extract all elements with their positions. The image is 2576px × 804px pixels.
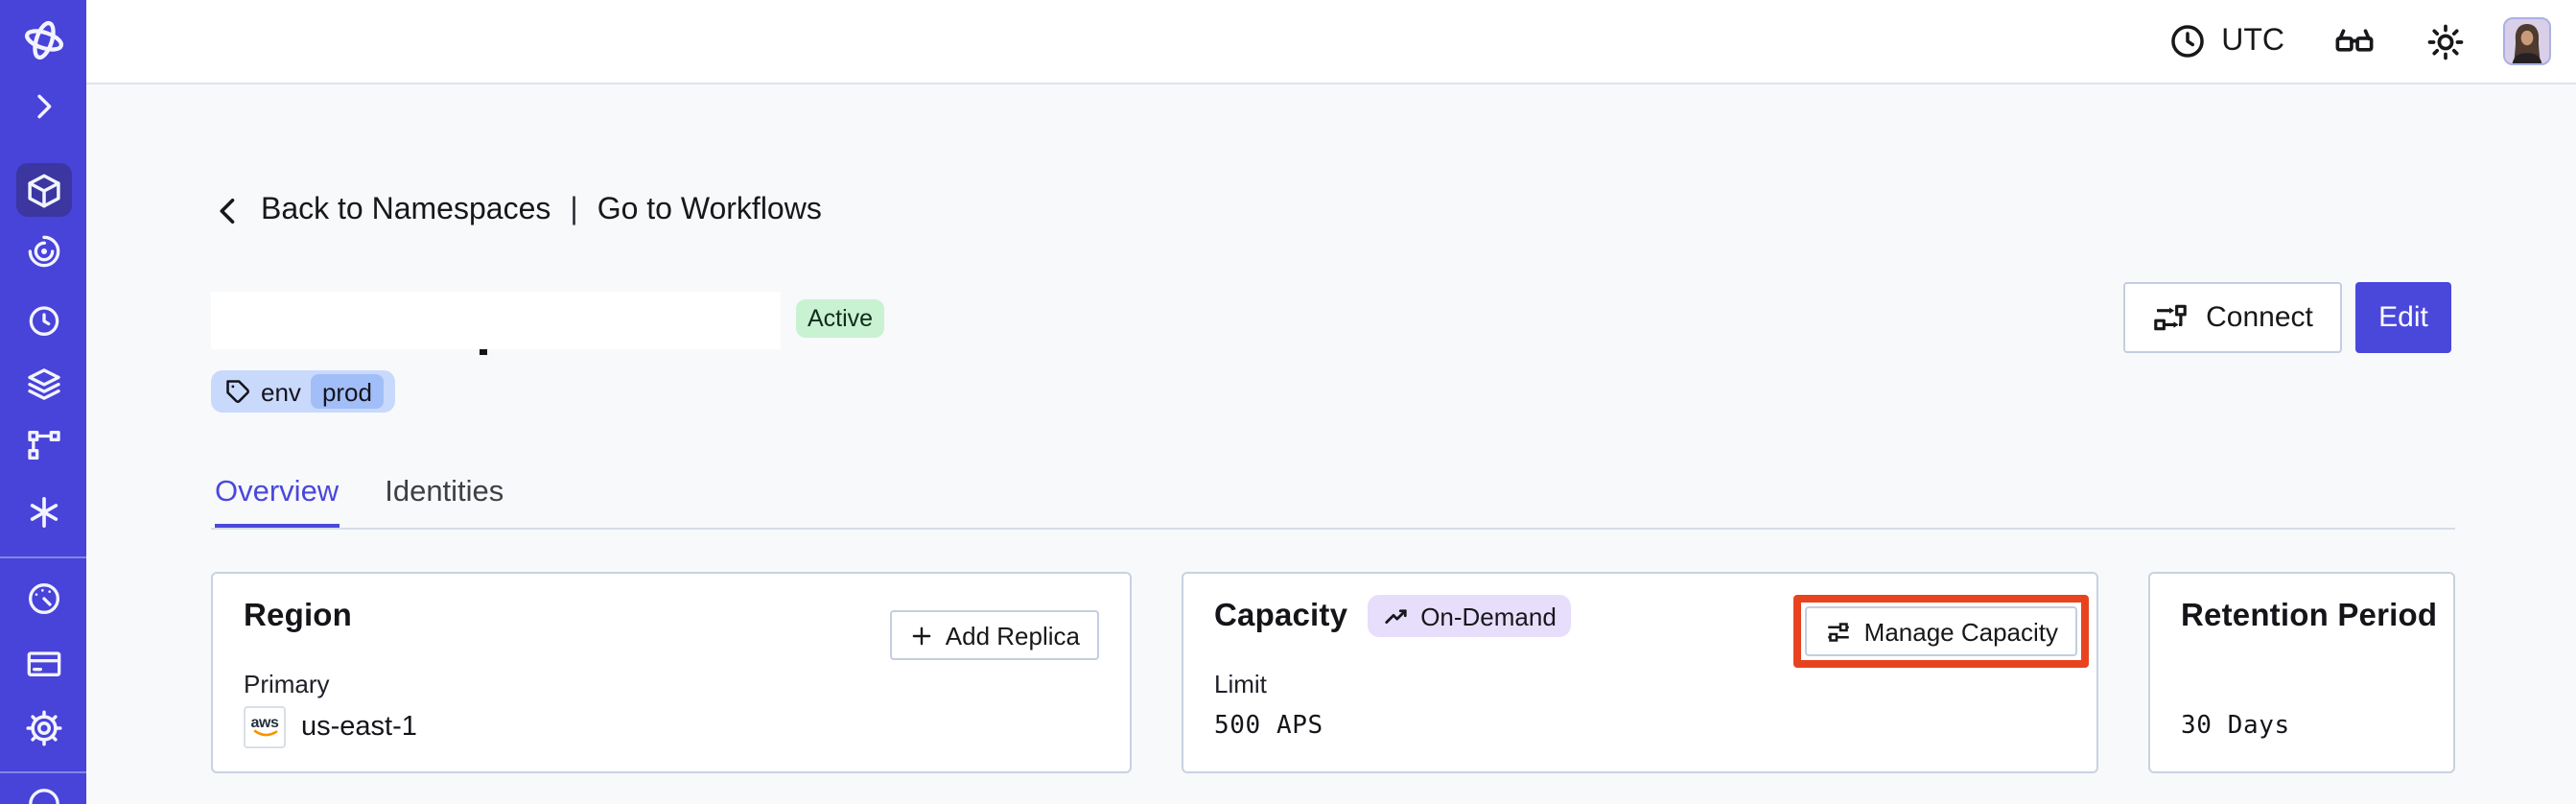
clock-icon xyxy=(2171,25,2205,58)
sliders-icon xyxy=(1827,622,1849,641)
temporal-logo-icon[interactable] xyxy=(18,15,68,65)
region-value-row: aws us-east-1 xyxy=(244,706,417,748)
sidebar-item-nexus[interactable] xyxy=(24,426,62,464)
retention-card-title: Retention Period xyxy=(2181,599,2438,633)
sidebar-item-workflows[interactable] xyxy=(24,232,62,271)
sidebar-item-billing[interactable] xyxy=(24,645,62,683)
add-replica-label: Add Replica xyxy=(945,621,1080,650)
region-value: us-east-1 xyxy=(301,712,417,743)
expand-sidebar-chevron-icon[interactable] xyxy=(27,90,59,123)
retention-card: Retention Period 30 Days xyxy=(2148,572,2455,773)
breadcrumb-separator: | xyxy=(570,194,578,226)
retention-value: 30 Days xyxy=(2181,712,2290,741)
credit-card-icon xyxy=(26,651,60,676)
go-to-workflows-link[interactable]: Go to Workflows xyxy=(597,194,822,226)
namespace-tag: env prod xyxy=(211,370,395,413)
ondemand-badge: On-Demand xyxy=(1367,595,1572,637)
tag-icon xyxy=(226,380,249,403)
sidebar-item-batch-operations[interactable] xyxy=(24,493,62,532)
sidebar-item-worker-deployments[interactable] xyxy=(24,365,62,403)
pipeline-branch-icon xyxy=(27,431,59,460)
trending-up-icon xyxy=(1384,608,1406,623)
ondemand-badge-label: On-Demand xyxy=(1420,602,1557,630)
back-to-namespaces-link[interactable]: Back to Namespaces xyxy=(261,194,551,226)
capacity-value: 500 APS xyxy=(1214,712,1323,741)
sidebar-item-usage[interactable] xyxy=(24,579,62,618)
user-avatar[interactable] xyxy=(2503,17,2551,65)
breadcrumb: Back to Namespaces | Go to Workflows xyxy=(211,194,822,228)
gear-icon xyxy=(25,710,61,746)
tab-overview[interactable]: Overview xyxy=(215,476,340,530)
manage-capacity-button[interactable]: Manage Capacity xyxy=(1804,606,2077,656)
region-field-label: Primary xyxy=(244,670,330,698)
capacity-card-title: Capacity xyxy=(1214,598,1348,632)
connect-button-label: Connect xyxy=(2206,301,2313,334)
chevron-left-icon[interactable] xyxy=(211,194,246,228)
timezone-label: UTC xyxy=(2221,24,2284,57)
namespace-title-redaction xyxy=(211,292,781,349)
tab-bar: Overview Identities xyxy=(215,476,503,530)
region-card: Region Add Replica Primary aws us-east-1 xyxy=(211,572,1132,773)
workflows-spiral-icon xyxy=(27,235,59,268)
redaction-artifact xyxy=(480,349,487,355)
aws-logo-text: aws xyxy=(250,714,279,731)
plus-icon xyxy=(912,626,931,645)
add-replica-button[interactable]: Add Replica xyxy=(889,610,1099,660)
aws-smile-swoosh xyxy=(252,729,277,737)
aws-logo: aws xyxy=(244,706,286,748)
capacity-title-row: Capacity On-Demand xyxy=(1214,595,1572,637)
tag-key: env xyxy=(261,377,301,406)
tabs-divider xyxy=(211,528,2455,530)
region-card-title: Region xyxy=(244,599,353,633)
cube-icon xyxy=(27,173,59,207)
capacity-field-label: Limit xyxy=(1214,670,1267,698)
capacity-card: Capacity On-Demand xyxy=(1182,572,2098,773)
sidebar-divider xyxy=(0,771,86,773)
main-content: Back to Namespaces | Go to Workflows Act… xyxy=(86,84,2576,804)
theme-toggle-sun-icon[interactable] xyxy=(2424,20,2467,62)
layers-icon xyxy=(27,368,59,400)
manage-capacity-label: Manage Capacity xyxy=(1863,617,2058,646)
edit-button[interactable]: Edit xyxy=(2355,282,2451,353)
reader-mode-glasses-icon[interactable] xyxy=(2332,19,2377,63)
asterisk-icon xyxy=(29,497,58,528)
gauge-icon xyxy=(27,582,59,615)
sidebar-divider xyxy=(0,556,86,558)
timezone-selector[interactable]: UTC xyxy=(2167,21,2284,61)
tab-identities[interactable]: Identities xyxy=(385,476,504,508)
schedules-clock-icon xyxy=(28,306,59,336)
topbar: UTC xyxy=(86,0,2576,84)
sidebar-item-account[interactable] xyxy=(24,785,62,804)
connect-button[interactable]: Connect xyxy=(2123,282,2342,353)
sidebar-item-settings[interactable] xyxy=(23,708,63,748)
sidebar-item-namespaces[interactable] xyxy=(15,163,71,217)
sidebar-item-schedules[interactable] xyxy=(24,301,62,340)
status-badge: Active xyxy=(796,299,885,338)
annotation-highlight: Manage Capacity xyxy=(1792,595,2089,668)
tag-value-chip: prod xyxy=(310,374,384,409)
connect-flow-icon xyxy=(2154,304,2187,331)
sidebar-nav xyxy=(0,0,86,804)
account-circle-icon xyxy=(28,789,59,804)
